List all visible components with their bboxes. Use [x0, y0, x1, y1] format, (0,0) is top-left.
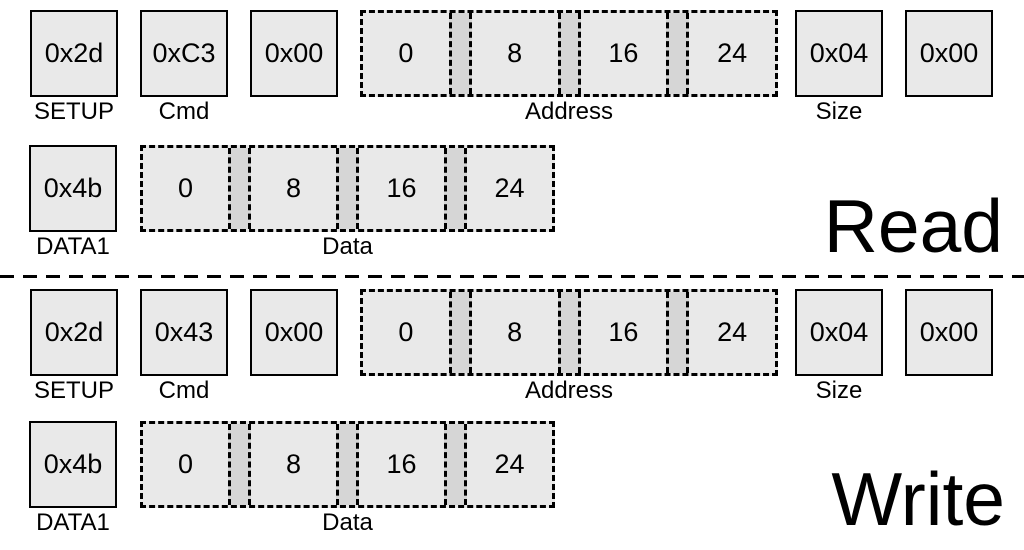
cmd-byte-unit: 0xC3 Cmd	[140, 10, 228, 125]
data-label: Data	[322, 233, 373, 260]
address-bit-cell: 0	[398, 38, 414, 68]
byte-boundary-strip	[336, 424, 359, 505]
byte-boundary-strip	[557, 13, 581, 94]
pad-byte-unit: 0x00	[250, 10, 338, 125]
data-field-unit: 0 8 16 24 Data	[140, 145, 555, 260]
pad-byte-value: 0x00	[264, 317, 324, 347]
data1-byte-box: 0x4b	[29, 421, 117, 508]
tail-byte-unit: 0x00	[905, 10, 993, 125]
data-field: 0 8 16 24	[140, 145, 555, 232]
byte-boundary-strip	[444, 148, 467, 229]
setup-byte-unit: 0x2d SETUP	[30, 10, 118, 125]
address-label: Address	[524, 377, 614, 404]
data1-byte-box: 0x4b	[29, 145, 117, 232]
size-byte-box: 0x04	[795, 289, 883, 376]
data1-label: DATA1	[36, 233, 110, 260]
size-label: Size	[815, 377, 863, 404]
cmd-label: Cmd	[158, 377, 210, 404]
address-label: Address	[524, 98, 614, 125]
size-byte-value: 0x04	[809, 38, 869, 68]
data1-byte-value: 0x4b	[43, 173, 103, 203]
address-field: 0 8 16 24	[360, 10, 778, 97]
data-bit-cell: 24	[494, 173, 525, 203]
size-byte-unit: 0x04 Size	[795, 289, 883, 404]
tail-byte-box: 0x00	[905, 289, 993, 376]
pad-byte-box: 0x00	[250, 289, 338, 376]
cmd-byte-box: 0xC3	[140, 10, 228, 97]
write-data-row: 0x4b DATA1 0 8 16 24 Data	[29, 421, 555, 536]
cmd-byte-value: 0x43	[154, 317, 214, 347]
address-bit-cell: 24	[717, 317, 748, 347]
setup-byte-box: 0x2d	[30, 289, 118, 376]
cmd-byte-unit: 0x43 Cmd	[140, 289, 228, 404]
setup-label: SETUP	[33, 98, 114, 125]
write-setup-row: 0x2d SETUP 0x43 Cmd 0x00 0 8 16 24	[30, 289, 993, 404]
tail-byte-value: 0x00	[919, 38, 979, 68]
cmd-byte-box: 0x43	[140, 289, 228, 376]
data1-byte-unit: 0x4b DATA1	[29, 421, 117, 536]
data-bit-cell: 16	[386, 173, 417, 203]
address-bit-cell: 8	[507, 38, 523, 68]
data-bit-cell: 8	[285, 449, 302, 479]
cmd-label: Cmd	[158, 98, 210, 125]
setup-byte-unit: 0x2d SETUP	[30, 289, 118, 404]
data-bit-cell: 24	[494, 449, 525, 479]
data-bit-cell: 16	[386, 449, 417, 479]
data-bit-cell: 0	[177, 173, 194, 203]
byte-boundary-strip	[444, 424, 467, 505]
pad-byte-unit: 0x00	[250, 289, 338, 404]
size-byte-unit: 0x04 Size	[795, 10, 883, 125]
setup-byte-box: 0x2d	[30, 10, 118, 97]
size-byte-value: 0x04	[809, 317, 869, 347]
size-byte-box: 0x04	[795, 10, 883, 97]
address-field-unit: 0 8 16 24 Address	[360, 10, 778, 125]
byte-boundary-strip	[228, 148, 251, 229]
address-bit-cell: 0	[398, 317, 414, 347]
address-bit-cell: 8	[507, 317, 523, 347]
data-field: 0 8 16 24	[140, 421, 555, 508]
size-label: Size	[815, 98, 863, 125]
setup-label: SETUP	[33, 377, 114, 404]
address-field: 0 8 16 24	[360, 289, 778, 376]
pad-byte-box: 0x00	[250, 10, 338, 97]
byte-boundary-strip	[448, 292, 472, 373]
byte-boundary-strip	[448, 13, 472, 94]
byte-boundary-strip	[666, 13, 690, 94]
byte-boundary-strip	[666, 292, 690, 373]
cmd-byte-value: 0xC3	[152, 38, 216, 68]
write-operation-label: Write	[831, 457, 1005, 541]
address-field-unit: 0 8 16 24 Address	[360, 289, 778, 404]
data1-label: DATA1	[36, 509, 110, 536]
setup-byte-value: 0x2d	[44, 317, 104, 347]
data1-byte-value: 0x4b	[43, 449, 103, 479]
address-bit-cell: 16	[608, 317, 639, 347]
data-bit-cell: 8	[285, 173, 302, 203]
address-bit-cell: 24	[717, 38, 748, 68]
read-data-row: 0x4b DATA1 0 8 16 24 Data	[29, 145, 555, 260]
byte-boundary-strip	[336, 148, 359, 229]
read-setup-row: 0x2d SETUP 0xC3 Cmd 0x00 0 8 16 24	[30, 10, 993, 125]
tail-byte-unit: 0x00	[905, 289, 993, 404]
byte-boundary-strip	[557, 292, 581, 373]
read-operation-label: Read	[823, 184, 1003, 268]
address-bit-cell: 16	[608, 38, 639, 68]
setup-byte-value: 0x2d	[44, 38, 104, 68]
data-field-unit: 0 8 16 24 Data	[140, 421, 555, 536]
tail-byte-value: 0x00	[919, 317, 979, 347]
tail-byte-box: 0x00	[905, 10, 993, 97]
data1-byte-unit: 0x4b DATA1	[29, 145, 117, 260]
pad-byte-value: 0x00	[264, 38, 324, 68]
section-divider-dashed-line	[0, 275, 1024, 278]
data-bit-cell: 0	[177, 449, 194, 479]
data-label: Data	[322, 509, 373, 536]
byte-boundary-strip	[228, 424, 251, 505]
